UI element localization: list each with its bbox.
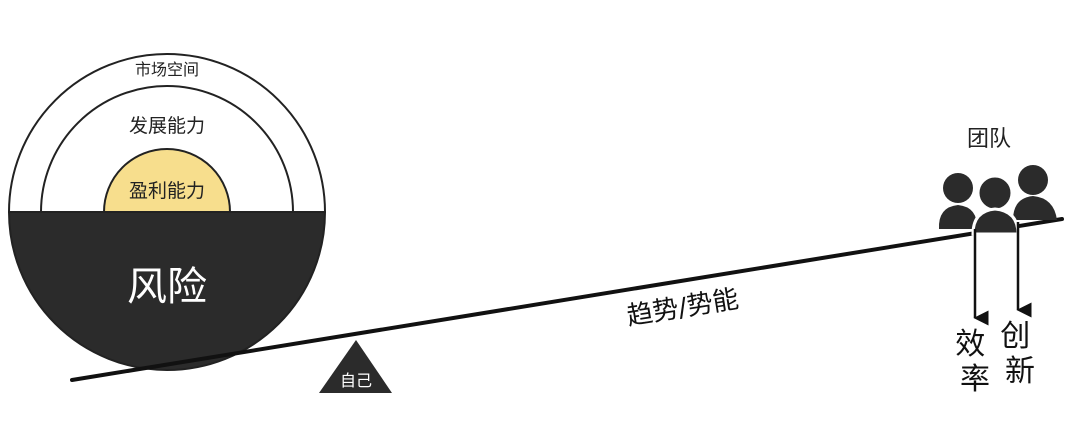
- market-space-label: 市场空间: [135, 60, 199, 79]
- risk-half: [7, 211, 327, 371]
- risk-ball: 市场空间 发展能力 盈利能力 风险: [7, 53, 327, 371]
- innovation-label: 创 新: [1000, 319, 1040, 389]
- efficiency-char-1: 效: [955, 327, 985, 362]
- fulcrum: 自己: [319, 340, 392, 393]
- development-ability-label: 发展能力: [129, 115, 205, 137]
- team-label: 团队: [967, 127, 1011, 152]
- efficiency-label: 效 率: [955, 327, 995, 397]
- self-label: 自己: [340, 371, 372, 390]
- team-people-icon: [938, 165, 1057, 236]
- efficiency-char-2: 率: [960, 362, 990, 397]
- lever-line: [70, 217, 1064, 382]
- profit-core: [102, 148, 232, 213]
- fulcrum-triangle: [319, 340, 392, 393]
- innovation-char-2: 新: [1005, 354, 1035, 389]
- innovation-char-1: 创: [1000, 319, 1030, 354]
- trend-label: 趋势/势能: [625, 284, 741, 332]
- risk-label: 风险: [127, 264, 207, 310]
- profit-ability-label: 盈利能力: [129, 180, 205, 202]
